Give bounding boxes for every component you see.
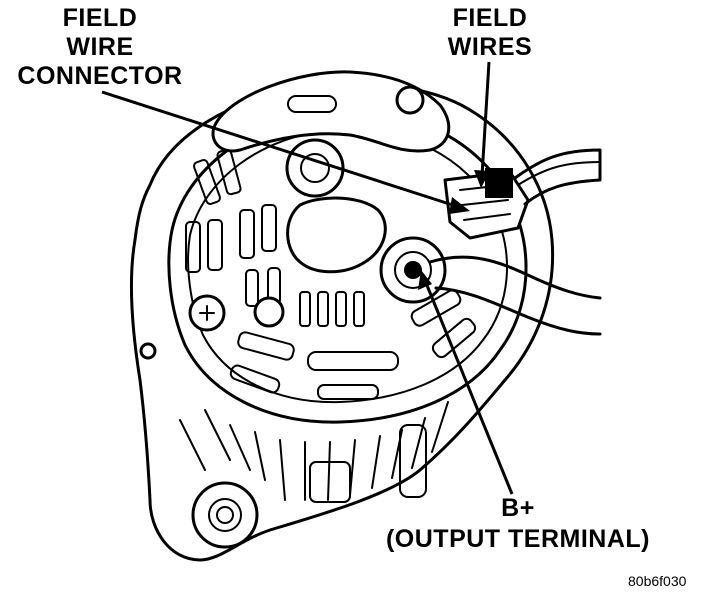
center-cover xyxy=(286,196,387,274)
screw-slot xyxy=(199,305,215,321)
lower-mount-ear xyxy=(191,481,259,549)
small-bolt xyxy=(139,342,157,360)
field-wire-harness xyxy=(513,148,602,206)
lower-mount-hole xyxy=(208,498,242,532)
rear-bolt-boss xyxy=(285,138,345,198)
figure-id: 80b6f030 xyxy=(628,573,687,589)
bracket-slot xyxy=(287,95,337,113)
leader-b-plus xyxy=(422,277,514,495)
bracket-hole xyxy=(395,85,425,115)
label-b-plus-output-terminal: B+ (OUTPUT TERMINAL) xyxy=(385,494,651,553)
rear-bolt xyxy=(300,153,330,183)
label-field-wire-connector: FIELD WIRE CONNECTOR xyxy=(17,4,183,90)
cooling-vents xyxy=(185,148,477,400)
stator-fins xyxy=(179,401,449,503)
connector-latch xyxy=(485,168,513,198)
label-field-wires: FIELD WIRES xyxy=(447,4,533,61)
small-boss xyxy=(253,296,285,328)
leader-field-wire-connector xyxy=(101,90,463,210)
output-cable xyxy=(428,255,602,336)
b-plus-nut xyxy=(404,261,422,279)
leader-field-wires xyxy=(480,61,491,177)
